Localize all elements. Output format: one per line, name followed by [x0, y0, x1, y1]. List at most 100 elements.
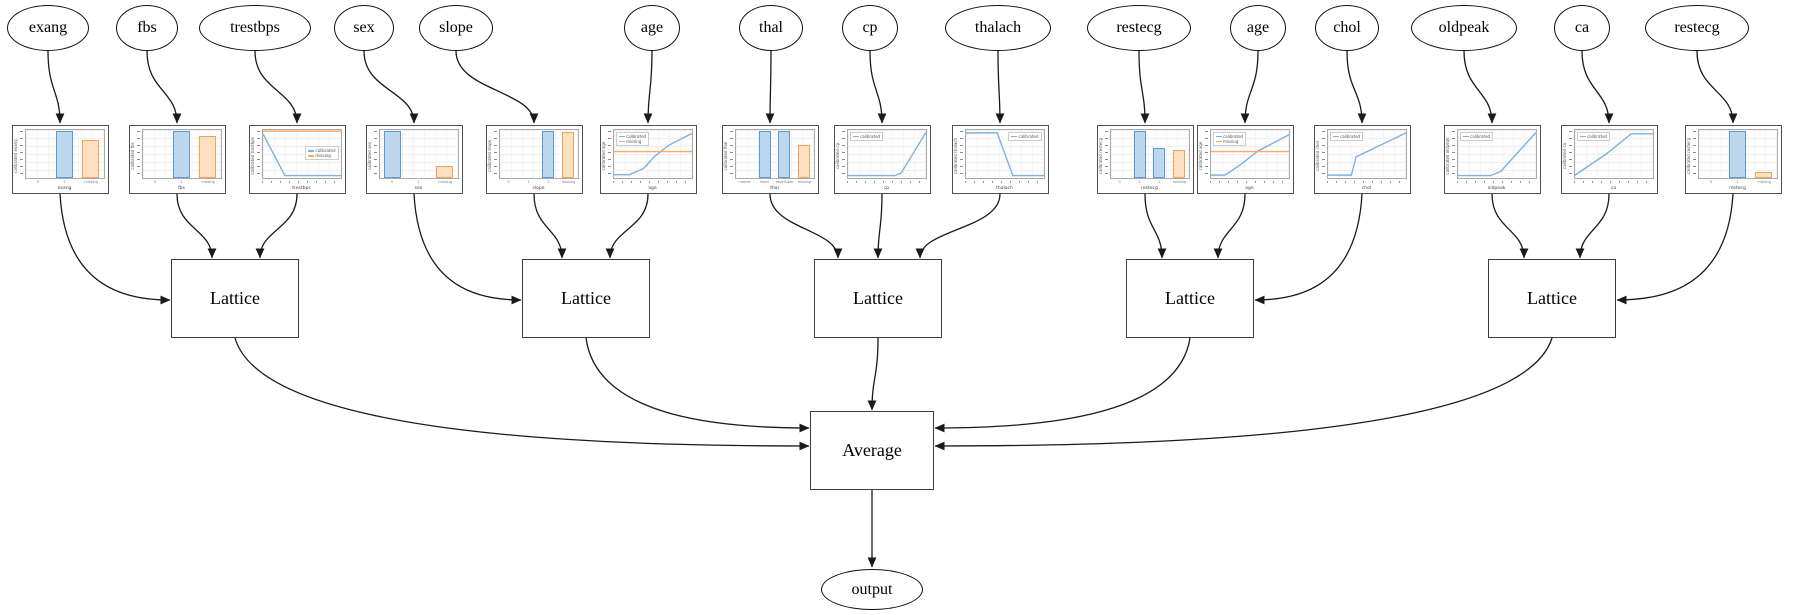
lattice-node-2: Lattice	[522, 259, 650, 338]
legend: calibrated	[1007, 132, 1042, 141]
calibration-curve-plot	[263, 130, 341, 178]
legend-label: missing	[626, 139, 642, 144]
x-tick-label: missing	[1757, 180, 1771, 184]
calibration-curve-plot	[966, 130, 1044, 178]
edge-calibrator_to_lattice-2	[255, 193, 298, 259]
bar-missing	[1172, 150, 1185, 178]
edge-lattice_to_combiner-2	[867, 337, 879, 411]
legend-label: calibrated	[1587, 134, 1608, 139]
input-node-oldpeak: oldpeak	[1411, 5, 1517, 51]
x-tick-label: missing	[1172, 180, 1187, 184]
edge-calibrator_to_lattice-14	[1616, 193, 1734, 305]
x-axis-ticks	[1209, 181, 1290, 183]
x-tick-label: 0	[1118, 180, 1121, 184]
edge-calibrator_to_lattice-13	[1575, 193, 1610, 259]
edge-input_to_calibrator-10	[1240, 50, 1259, 124]
y-axis-label: calibrated restecg	[1097, 137, 1103, 175]
y-axis-label: calibrated restecg	[1685, 137, 1691, 175]
x-axis-label: trestbps	[292, 186, 311, 191]
legend-swatch-blue-icon	[618, 135, 625, 138]
edge-calibrator_to_lattice-7	[873, 193, 883, 259]
y-axis-label: calibrated trestbps	[249, 137, 255, 175]
bar-missing	[199, 135, 216, 178]
calibration-curve-plot	[848, 130, 926, 178]
edge-input_to_calibrator-4	[455, 50, 539, 124]
legend-entry-calibrated: calibrated	[852, 134, 880, 139]
y-axis-label: calibrated slope	[486, 140, 492, 172]
edge-input_to_calibrator-2	[254, 50, 302, 124]
bar-2	[542, 131, 555, 178]
input-node-thal: thal	[739, 5, 803, 51]
x-tick-label: 0	[1709, 180, 1712, 184]
bar-fixed	[758, 131, 771, 178]
legend-entry-calibrated: calibrated	[307, 148, 336, 153]
edge-input_to_calibrator-3	[363, 50, 419, 124]
y-axis-label: calibrated oldpeak	[1444, 137, 1450, 175]
input-node-thalach: thalach	[945, 5, 1051, 51]
x-axis-ticks	[964, 181, 1045, 183]
input-node-ca: ca	[1554, 5, 1610, 51]
x-axis-label: age	[648, 186, 657, 191]
edge-input_to_calibrator-8	[995, 50, 1005, 124]
x-axis-label: fbs	[178, 186, 185, 191]
y-axis-ticks	[256, 131, 260, 175]
x-axis-label: age	[1245, 186, 1254, 191]
legend-entry-calibrated: calibrated	[1215, 134, 1243, 139]
bar-missing	[561, 132, 574, 178]
x-tick-label: normal	[738, 180, 751, 184]
y-axis-ticks	[1568, 131, 1572, 175]
y-axis-label: calibrated exang	[12, 139, 18, 173]
legend-swatch-blue-icon	[1579, 135, 1586, 138]
y-axis-ticks	[607, 131, 611, 175]
y-axis-ticks	[841, 131, 845, 175]
edge-input_to_calibrator-13	[1581, 50, 1614, 124]
input-node-restecg: restecg	[1087, 5, 1191, 51]
x-tick-label: missing	[201, 180, 215, 184]
plot-area: calibrated	[1573, 129, 1654, 179]
edge-calibrator_to_lattice-5	[605, 193, 649, 259]
x-tick-label: 1	[527, 180, 530, 184]
edge-calibrator_to_lattice-8	[915, 193, 1001, 259]
calibrated-line	[1575, 134, 1653, 175]
lattice-node-1: Lattice	[171, 259, 299, 338]
legend-entry-calibrated: calibrated	[1010, 134, 1039, 139]
input-node-age-2: age	[1230, 5, 1286, 51]
x-tick-label: missing	[561, 180, 576, 184]
legend: calibrated	[1576, 132, 1611, 141]
x-axis-ticks	[1456, 181, 1537, 183]
legend-swatch-blue-icon	[1332, 135, 1339, 138]
edge-input_to_calibrator-12	[1463, 50, 1497, 124]
legend-swatch-blue-icon	[1215, 135, 1222, 138]
plot-area: calibrated	[846, 129, 927, 179]
x-axis-label: ca	[1610, 186, 1617, 191]
calibrated-line	[1211, 135, 1289, 175]
lattice-node-3: Lattice	[814, 259, 942, 338]
y-axis-ticks	[1451, 131, 1455, 175]
x-axis-ticks	[846, 181, 927, 183]
edge-input_to_calibrator-6	[765, 50, 775, 124]
bar-reversible	[778, 131, 791, 178]
calibrated-line	[848, 132, 926, 175]
legend-swatch-orange-icon	[1215, 140, 1222, 143]
bar-2	[1153, 147, 1166, 178]
y-axis-ticks	[1692, 131, 1696, 175]
bar-missing	[436, 166, 453, 178]
calibrated-line	[1458, 132, 1536, 175]
output-node: output	[821, 569, 923, 610]
bar-0	[384, 131, 401, 178]
legend-label: calibrated	[1470, 134, 1491, 139]
legend-label: missing	[315, 153, 331, 159]
x-tick-label: 2	[1158, 180, 1161, 184]
x-tick-label: 0	[36, 180, 39, 184]
calibration-curve-plot	[1328, 130, 1406, 178]
legend: calibrated	[1459, 132, 1494, 141]
